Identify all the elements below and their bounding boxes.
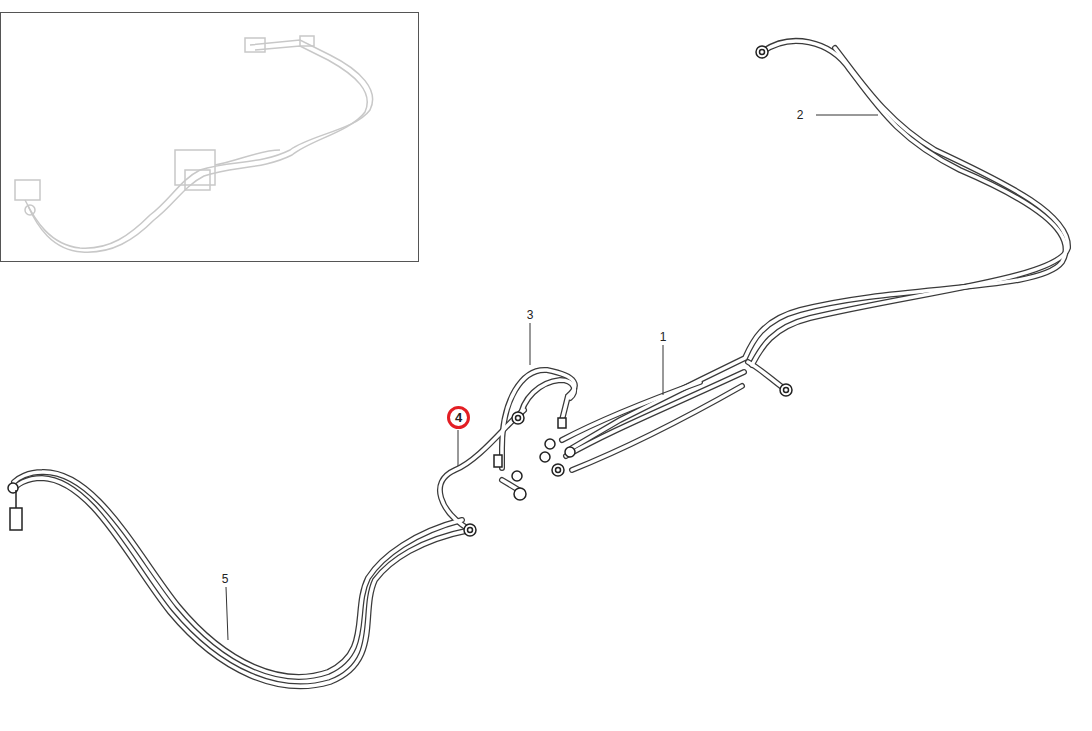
callout-number: 5 bbox=[220, 572, 231, 586]
hose-lines bbox=[13, 41, 1068, 686]
callout-number: 3 bbox=[525, 308, 536, 322]
callout-number: 2 bbox=[795, 108, 806, 122]
inset-frame bbox=[1, 13, 419, 262]
hose-fittings bbox=[8, 46, 792, 536]
callout-number: 1 bbox=[658, 330, 669, 344]
leader-lines bbox=[226, 115, 878, 640]
inset-overview bbox=[15, 36, 373, 252]
callout-circle: 4 bbox=[447, 406, 470, 429]
callout-number: 4 bbox=[455, 411, 462, 425]
